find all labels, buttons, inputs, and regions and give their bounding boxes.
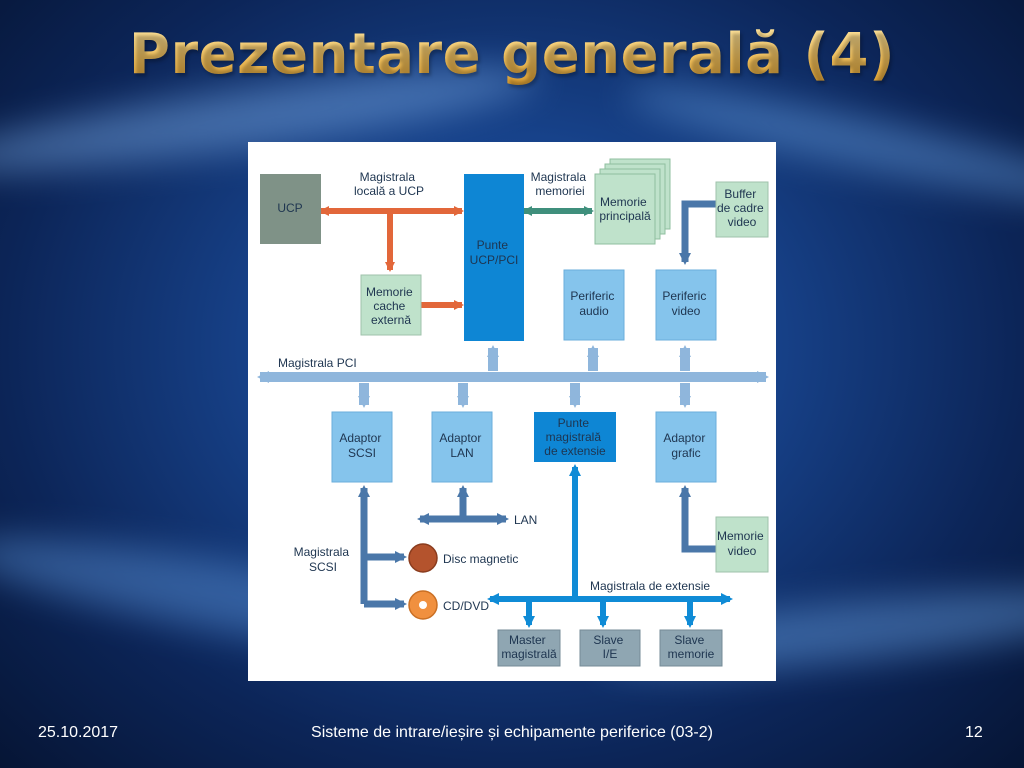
block-text: Memorie <box>600 195 647 209</box>
block-text: LAN <box>450 446 473 460</box>
label-disc-magnetic: Disc magnetic <box>443 552 518 566</box>
svg-text:Periferic video: Periferic video <box>662 289 709 318</box>
bus-architecture-diagram: UCP Punte UCP/PCI Memorie cache externă … <box>257 158 769 667</box>
block-slave-memorie: Slave memorie <box>659 629 723 667</box>
block-text: UCP/PCI <box>470 253 519 267</box>
svg-text:Memorie video: Memorie video <box>717 529 767 558</box>
label-magistrala-scsi: Magistrala SCSI <box>294 545 353 574</box>
svg-text:UCP: UCP <box>277 201 302 215</box>
block-text: memorie <box>668 647 715 661</box>
block-text: cache <box>373 299 405 313</box>
page-number: 12 <box>965 724 983 741</box>
block-memorie-cache: Memorie cache externă <box>360 274 422 336</box>
block-text: audio <box>579 304 609 318</box>
svg-text:Punte UCP/PCI: Punte UCP/PCI <box>470 238 519 267</box>
block-text: magistrală <box>546 430 602 444</box>
video-memory-link <box>679 485 716 553</box>
block-text: magistrală <box>501 647 557 661</box>
disc-magnetic-icon <box>408 543 438 573</box>
block-text: Master <box>509 633 546 647</box>
diagram-panel: UCP Punte UCP/PCI Memorie cache externă … <box>248 142 776 681</box>
block-text: Memorie <box>717 529 764 543</box>
block-text: Adaptor <box>339 431 381 445</box>
label-lan: LAN <box>514 513 537 527</box>
block-text: Buffer <box>724 187 756 201</box>
svg-text:Slave memorie: Slave memorie <box>668 633 715 661</box>
block-punte-ucp-pci: Punte UCP/PCI <box>464 174 524 341</box>
block-punte-extensie: Punte magistrală de extensie <box>534 412 616 462</box>
block-text: video <box>728 544 757 558</box>
block-text: UCP <box>277 201 302 215</box>
label-magistrala-extensie: Magistrala de extensie <box>590 579 710 593</box>
block-master-magistrala: Master magistrală <box>497 629 561 667</box>
block-text: Periferic <box>570 289 614 303</box>
block-text: principală <box>599 209 651 223</box>
label-magistrala-pci: Magistrala PCI <box>278 356 357 370</box>
svg-text:Adaptor LAN: Adaptor LAN <box>439 431 484 460</box>
svg-text:Punte magistrală d: Punte magistrală de extensie <box>544 416 606 458</box>
svg-text:Adaptor grafic: Adaptor grafic <box>663 431 708 460</box>
block-text: Slave <box>674 633 704 647</box>
footer-date: 25.10.2017 <box>38 724 119 741</box>
block-memorie-video: Memorie video <box>715 516 769 573</box>
block-text: externă <box>371 313 411 327</box>
footer-title: Sisteme de intrare/ieșire și echipamente… <box>311 724 713 741</box>
svg-text:Slave I/E: Slave I/E <box>593 633 626 661</box>
block-text: de cadre <box>717 201 764 215</box>
block-adaptor-scsi: Adaptor SCSI <box>331 411 393 483</box>
block-text: I/E <box>603 647 618 661</box>
block-text: Slave <box>593 633 623 647</box>
block-text: video <box>672 304 701 318</box>
block-adaptor-grafic: Adaptor grafic <box>655 411 717 483</box>
label-magistrala-locala: Magistrala locală a UCP <box>354 170 424 198</box>
svg-text:Periferic audio: Periferic audio <box>570 289 617 318</box>
svg-text:Buffer de cadre vi: Buffer de cadre video <box>717 187 767 229</box>
block-slave-ie: Slave I/E <box>579 629 641 667</box>
slide-title: Prezentare generală (4) <box>0 22 1024 87</box>
block-text: SCSI <box>348 446 376 460</box>
svg-text:Master magistrală: Master magistrală <box>501 633 557 661</box>
label-cd-dvd: CD/DVD <box>443 599 489 613</box>
block-text: Periferic <box>662 289 706 303</box>
block-text: Adaptor <box>439 431 481 445</box>
block-memorie-principala: Memorie principală <box>594 158 671 245</box>
label-magistrala-memoriei: Magistrala memoriei <box>531 170 590 198</box>
block-ucp: UCP <box>260 174 321 244</box>
lan-link <box>417 485 509 525</box>
block-text: video <box>728 215 757 229</box>
block-periferic-audio: Periferic audio <box>563 269 625 341</box>
svg-text:Memorie principală: Memorie principală <box>599 195 651 223</box>
scsi-bus <box>358 485 407 610</box>
block-text: Punte <box>558 416 590 430</box>
svg-text:Adaptor SCSI: Adaptor SCSI <box>339 431 384 460</box>
frame-buffer-link <box>679 200 716 265</box>
cd-dvd-icon <box>408 590 438 620</box>
expansion-bus <box>487 464 733 628</box>
block-periferic-video: Periferic video <box>655 269 717 341</box>
block-text: Memorie <box>366 285 413 299</box>
svg-text:Memorie cache exte: Memorie cache externă <box>366 285 416 327</box>
pci-bus <box>257 345 769 408</box>
block-text: de extensie <box>544 444 606 458</box>
block-buffer-cadre: Buffer de cadre video <box>715 181 769 238</box>
block-adaptor-lan: Adaptor LAN <box>431 411 493 483</box>
block-text: Punte <box>477 238 509 252</box>
block-text: Adaptor <box>663 431 705 445</box>
block-text: grafic <box>671 446 700 460</box>
